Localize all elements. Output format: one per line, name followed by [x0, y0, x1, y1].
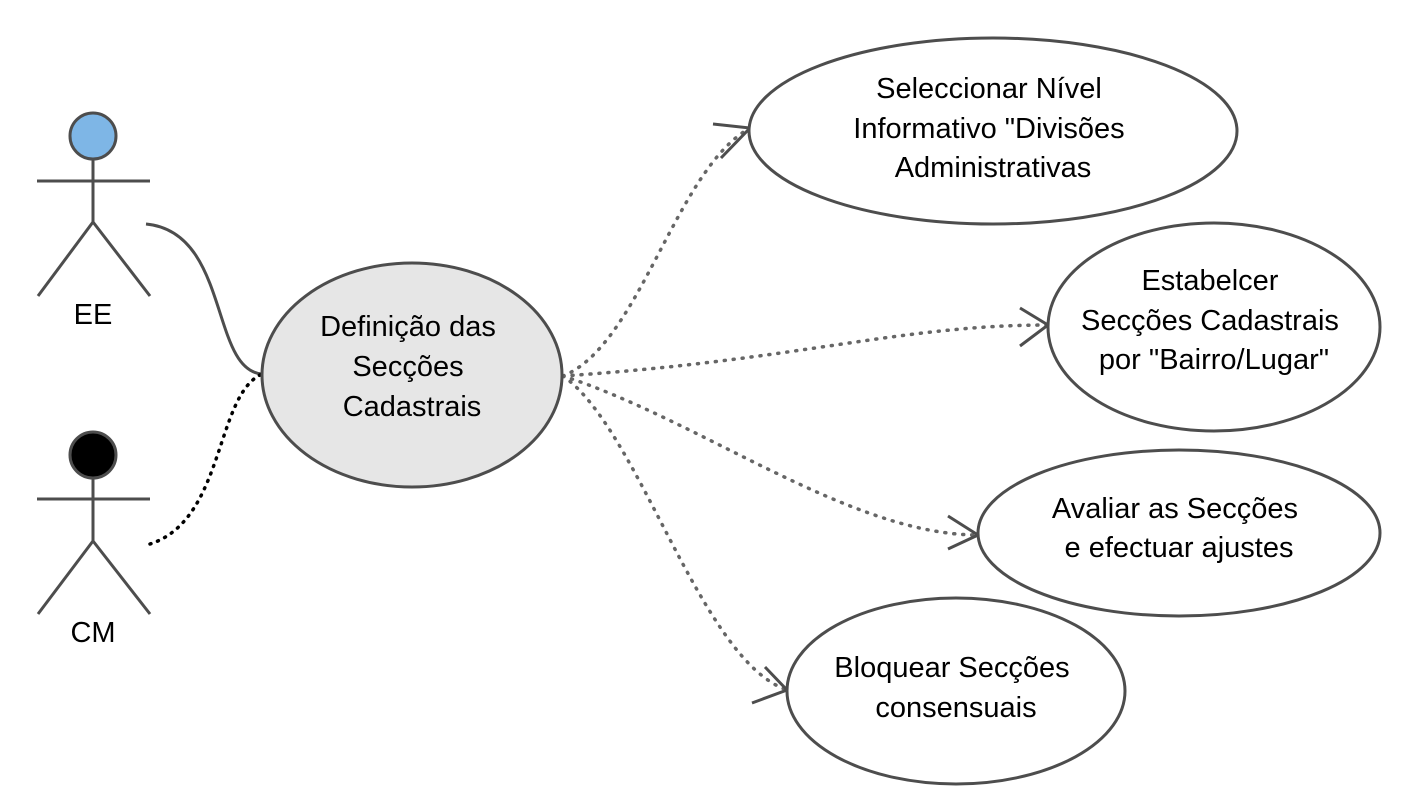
usecase-central-ellipse: [260, 261, 564, 489]
connector-central-to-estabelcer: [561, 323, 1050, 378]
usecase-estabelcer-ellipse: [1046, 221, 1382, 433]
usecase-avaliar-line-1: Avaliar as Secções: [1052, 493, 1298, 525]
usecase-bloquear-line-1: Bloquear Secções: [834, 652, 1069, 684]
connector-cm-to-central: [148, 372, 264, 546]
usecase-bloquear-text: Bloquear Secções consensuais: [834, 652, 1077, 724]
connector-ee-to-central: [145, 222, 263, 376]
usecase-estabelcer-line-2: Secções Cadastrais: [1081, 305, 1339, 337]
usecase-avaliar[interactable]: Avaliar as Secções e efectuar ajustes: [976, 448, 1382, 618]
actor-ee-label: EE: [74, 299, 113, 331]
usecase-avaliar-text: Avaliar as Secções e efectuar ajustes: [1052, 493, 1306, 564]
usecase-central-line-1: Definição das: [320, 311, 496, 343]
usecase-estabelcer[interactable]: Estabelcer Secções Cadastrais por "Bairr…: [1046, 221, 1382, 433]
actor-cm-head: [68, 430, 118, 480]
usecase-bloquear-ellipse: [785, 596, 1127, 786]
usecase-estabelcer-line-3: por "Bairro/Lugar": [1099, 344, 1329, 376]
actor-cm-label: CM: [70, 617, 115, 649]
usecase-seleccionar-line-3: Administrativas: [895, 152, 1092, 184]
arrowhead-bloquear: [751, 665, 790, 705]
usecase-seleccionar[interactable]: Seleccionar Nível Informativo "Divisões …: [747, 36, 1239, 226]
usecase-estabelcer-line-1: Estabelcer: [1141, 265, 1278, 297]
usecase-seleccionar-ellipse: [747, 36, 1239, 226]
connector-central-to-avaliar: [561, 374, 980, 537]
actor-cm[interactable]: CM: [36, 430, 152, 649]
arrowhead-seleccionar: [712, 122, 754, 160]
actor-ee-right-leg: [91, 221, 152, 297]
usecase-central-line-3: Cadastrais: [343, 391, 482, 423]
usecase-bloquear[interactable]: Bloquear Secções consensuais: [785, 596, 1127, 786]
usecase-avaliar-ellipse: [976, 448, 1382, 618]
usecase-central-text: Definição das Secções Cadastrais: [320, 311, 504, 423]
usecase-avaliar-line-2: e efectuar ajustes: [1065, 532, 1294, 564]
usecase-bloquear-line-2: consensuais: [875, 692, 1036, 724]
actor-ee-head: [68, 111, 118, 161]
usecase-central-line-2: Secções: [352, 351, 463, 383]
usecase-estabelcer-text: Estabelcer Secções Cadastrais por "Bairr…: [1081, 265, 1347, 376]
usecase-seleccionar-text: Seleccionar Nível Informativo "Divisões …: [853, 73, 1132, 184]
arrowhead-estabelcer: [1019, 306, 1051, 348]
usecase-seleccionar-line-1: Seleccionar Nível: [876, 73, 1102, 105]
usecase-central[interactable]: Definição das Secções Cadastrais: [260, 261, 564, 489]
actor-cm-right-leg: [91, 540, 152, 615]
actor-ee-left-leg: [36, 221, 95, 297]
actor-ee[interactable]: EE: [36, 111, 152, 331]
usecase-seleccionar-line-2: Informativo "Divisões: [853, 113, 1124, 145]
connector-central-to-bloquear: [561, 374, 789, 692]
actor-cm-left-leg: [36, 540, 95, 615]
connector-central-to-seleccionar: [561, 126, 752, 378]
